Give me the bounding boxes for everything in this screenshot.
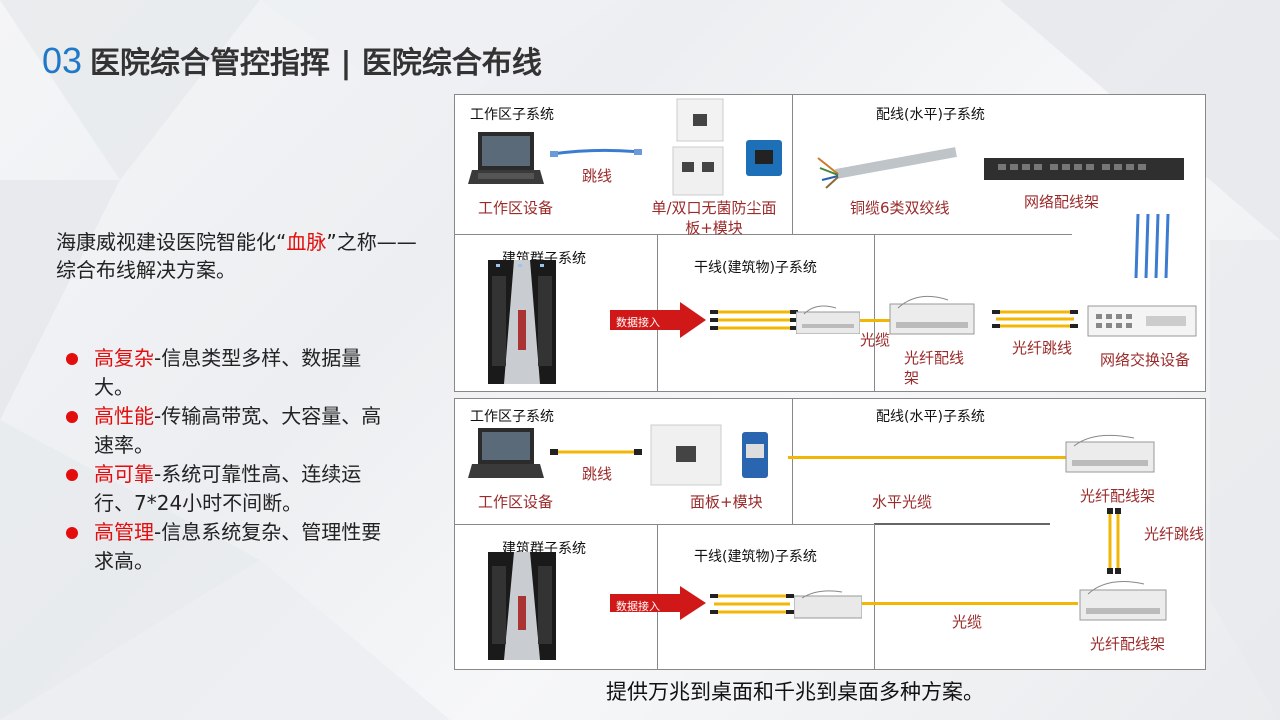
fiber-panel-icon <box>796 305 860 334</box>
bullet-keyword: 高复杂 <box>94 346 154 370</box>
top-diagram-frame <box>454 94 1206 392</box>
bottom-fiber-jumper-label: 光纤跳线 <box>1144 525 1205 543</box>
bottom-fiber-cable-label: 光缆 <box>952 613 983 631</box>
divider <box>454 524 874 525</box>
top-patch-panel-label: 网络配线架 <box>1024 193 1100 211</box>
list-item: 高可靠-系统可靠性高、连续运行、7*24小时不间断。 <box>64 460 384 518</box>
bullet-keyword: 高可靠 <box>94 462 154 486</box>
bullet-text: -传输高带宽、大容量、高速率。 <box>94 404 382 457</box>
intro-paragraph: 海康威视建设医院智能化“血脉”之称——综合布线解决方案。 <box>56 228 436 284</box>
intro-highlight: 血脉 <box>286 230 327 254</box>
patch-cord-icon <box>550 449 642 455</box>
divider <box>792 94 793 234</box>
copper-cable-icon <box>817 147 957 189</box>
fiber-panel-icon <box>794 590 862 619</box>
data-in-arrow-icon <box>610 302 706 338</box>
patch-panel-icon <box>984 158 1184 180</box>
top-horizontal-title: 配线(水平)子系统 <box>876 107 985 123</box>
top-patch-cord-label: 跳线 <box>582 167 613 185</box>
bottom-fiber-panel-2-label: 光纤配线架 <box>1090 635 1166 653</box>
divider <box>874 524 875 670</box>
faceplate-single-icon <box>676 98 724 142</box>
divider <box>792 398 793 524</box>
bullet-dot-icon <box>66 353 78 365</box>
bottom-data-in-label: 数据接入 <box>616 600 660 613</box>
bullet-dot-icon <box>66 469 78 481</box>
page-title: 03 医院综合管控指挥 | 医院综合布线 <box>42 38 542 82</box>
fiber-cable-line <box>862 602 1078 605</box>
bottom-backbone-title: 干线(建筑物)子系统 <box>694 549 817 565</box>
bottom-horizontal-fiber-label: 水平光缆 <box>872 493 933 511</box>
list-item: 高性能-传输高带宽、大容量、高速率。 <box>64 402 384 460</box>
top-backbone-title: 干线(建筑物)子系统 <box>694 260 817 276</box>
top-work-area-title: 工作区子系统 <box>470 107 554 123</box>
fiber-panel-icon <box>1079 581 1167 621</box>
bullet-keyword: 高性能 <box>94 404 154 428</box>
caption: 提供万兆到桌面和千兆到桌面多种方案。 <box>606 680 984 704</box>
horizontal-fiber-line <box>788 456 1070 459</box>
title-text: 医院综合管控指挥 | 医院综合布线 <box>90 46 542 81</box>
bottom-horizontal-title: 配线(水平)子系统 <box>876 409 985 425</box>
top-work-device-label: 工作区设备 <box>478 199 554 217</box>
divider <box>874 234 875 392</box>
faceplate-icon <box>650 424 722 486</box>
network-switch-icon <box>1087 305 1197 337</box>
list-item: 高复杂-信息类型多样、数据量大。 <box>64 344 384 402</box>
top-data-in-label: 数据接入 <box>616 316 660 329</box>
fiber-jumpers-icon <box>992 310 1078 328</box>
patch-cord-icon <box>550 148 642 157</box>
cabling-diagram: 工作区子系统 配线(水平)子系统 跳线 工作区设备 单/双口无菌防尘面板+模块 … <box>454 94 1208 670</box>
bullet-dot-icon <box>66 411 78 423</box>
faceplate-double-icon <box>672 146 724 196</box>
fiber-jumpers-icon <box>1107 508 1121 574</box>
server-room-image <box>488 552 556 660</box>
top-copper-cable-label: 铜缆6类双绞线 <box>850 199 950 217</box>
fiber-panel-icon <box>1065 434 1155 473</box>
fiber-jumpers-icon <box>710 310 798 330</box>
top-faceplate-label: 单/双口无菌防尘面板+模块 <box>651 199 777 237</box>
bullet-dot-icon <box>66 527 78 539</box>
top-switch-label: 网络交换设备 <box>1100 351 1191 369</box>
keystone-module-icon <box>746 140 782 176</box>
divider <box>874 523 1050 525</box>
fiber-panel-icon <box>889 295 975 335</box>
top-fiber-jumper-label: 光纤跳线 <box>1012 339 1073 357</box>
patch-cords-bundle-icon <box>1134 213 1170 279</box>
data-in-arrow-icon <box>610 586 706 620</box>
bottom-faceplate-label: 面板+模块 <box>690 493 763 511</box>
keystone-module-icon <box>742 432 768 478</box>
bullet-keyword: 高管理 <box>94 520 154 544</box>
bullet-text: -信息类型多样、数据量大。 <box>94 346 362 399</box>
server-room-image <box>488 260 556 384</box>
fiber-jumpers-icon <box>710 594 794 614</box>
bottom-work-area-title: 工作区子系统 <box>470 409 554 425</box>
divider <box>454 234 1072 235</box>
list-item: 高管理-信息系统复杂、管理性要求高。 <box>64 518 384 576</box>
intro-part1: 海康威视建设医院智能化“ <box>56 230 287 254</box>
bullet-text: -系统可靠性高、连续运行、7*24小时不间断。 <box>94 462 362 515</box>
laptop-icon <box>468 132 544 184</box>
bottom-patch-cord-label: 跳线 <box>582 465 613 483</box>
section-number: 03 <box>42 40 83 81</box>
bullet-text: -信息系统复杂、管理性要求高。 <box>94 520 382 573</box>
laptop-icon <box>468 428 544 478</box>
top-fiber-panel-label: 光纤配线架 <box>904 349 965 387</box>
bottom-work-device-label: 工作区设备 <box>478 493 554 511</box>
intro-part2: ”之称——综合布线解决方案。 <box>56 230 417 282</box>
bottom-fiber-panel-1-label: 光纤配线架 <box>1080 487 1156 505</box>
top-fiber-cable-label: 光缆 <box>860 331 891 349</box>
feature-list: 高复杂-信息类型多样、数据量大。 高性能-传输高带宽、大容量、高速率。 高可靠-… <box>64 344 384 576</box>
fiber-cable-line <box>860 319 890 322</box>
